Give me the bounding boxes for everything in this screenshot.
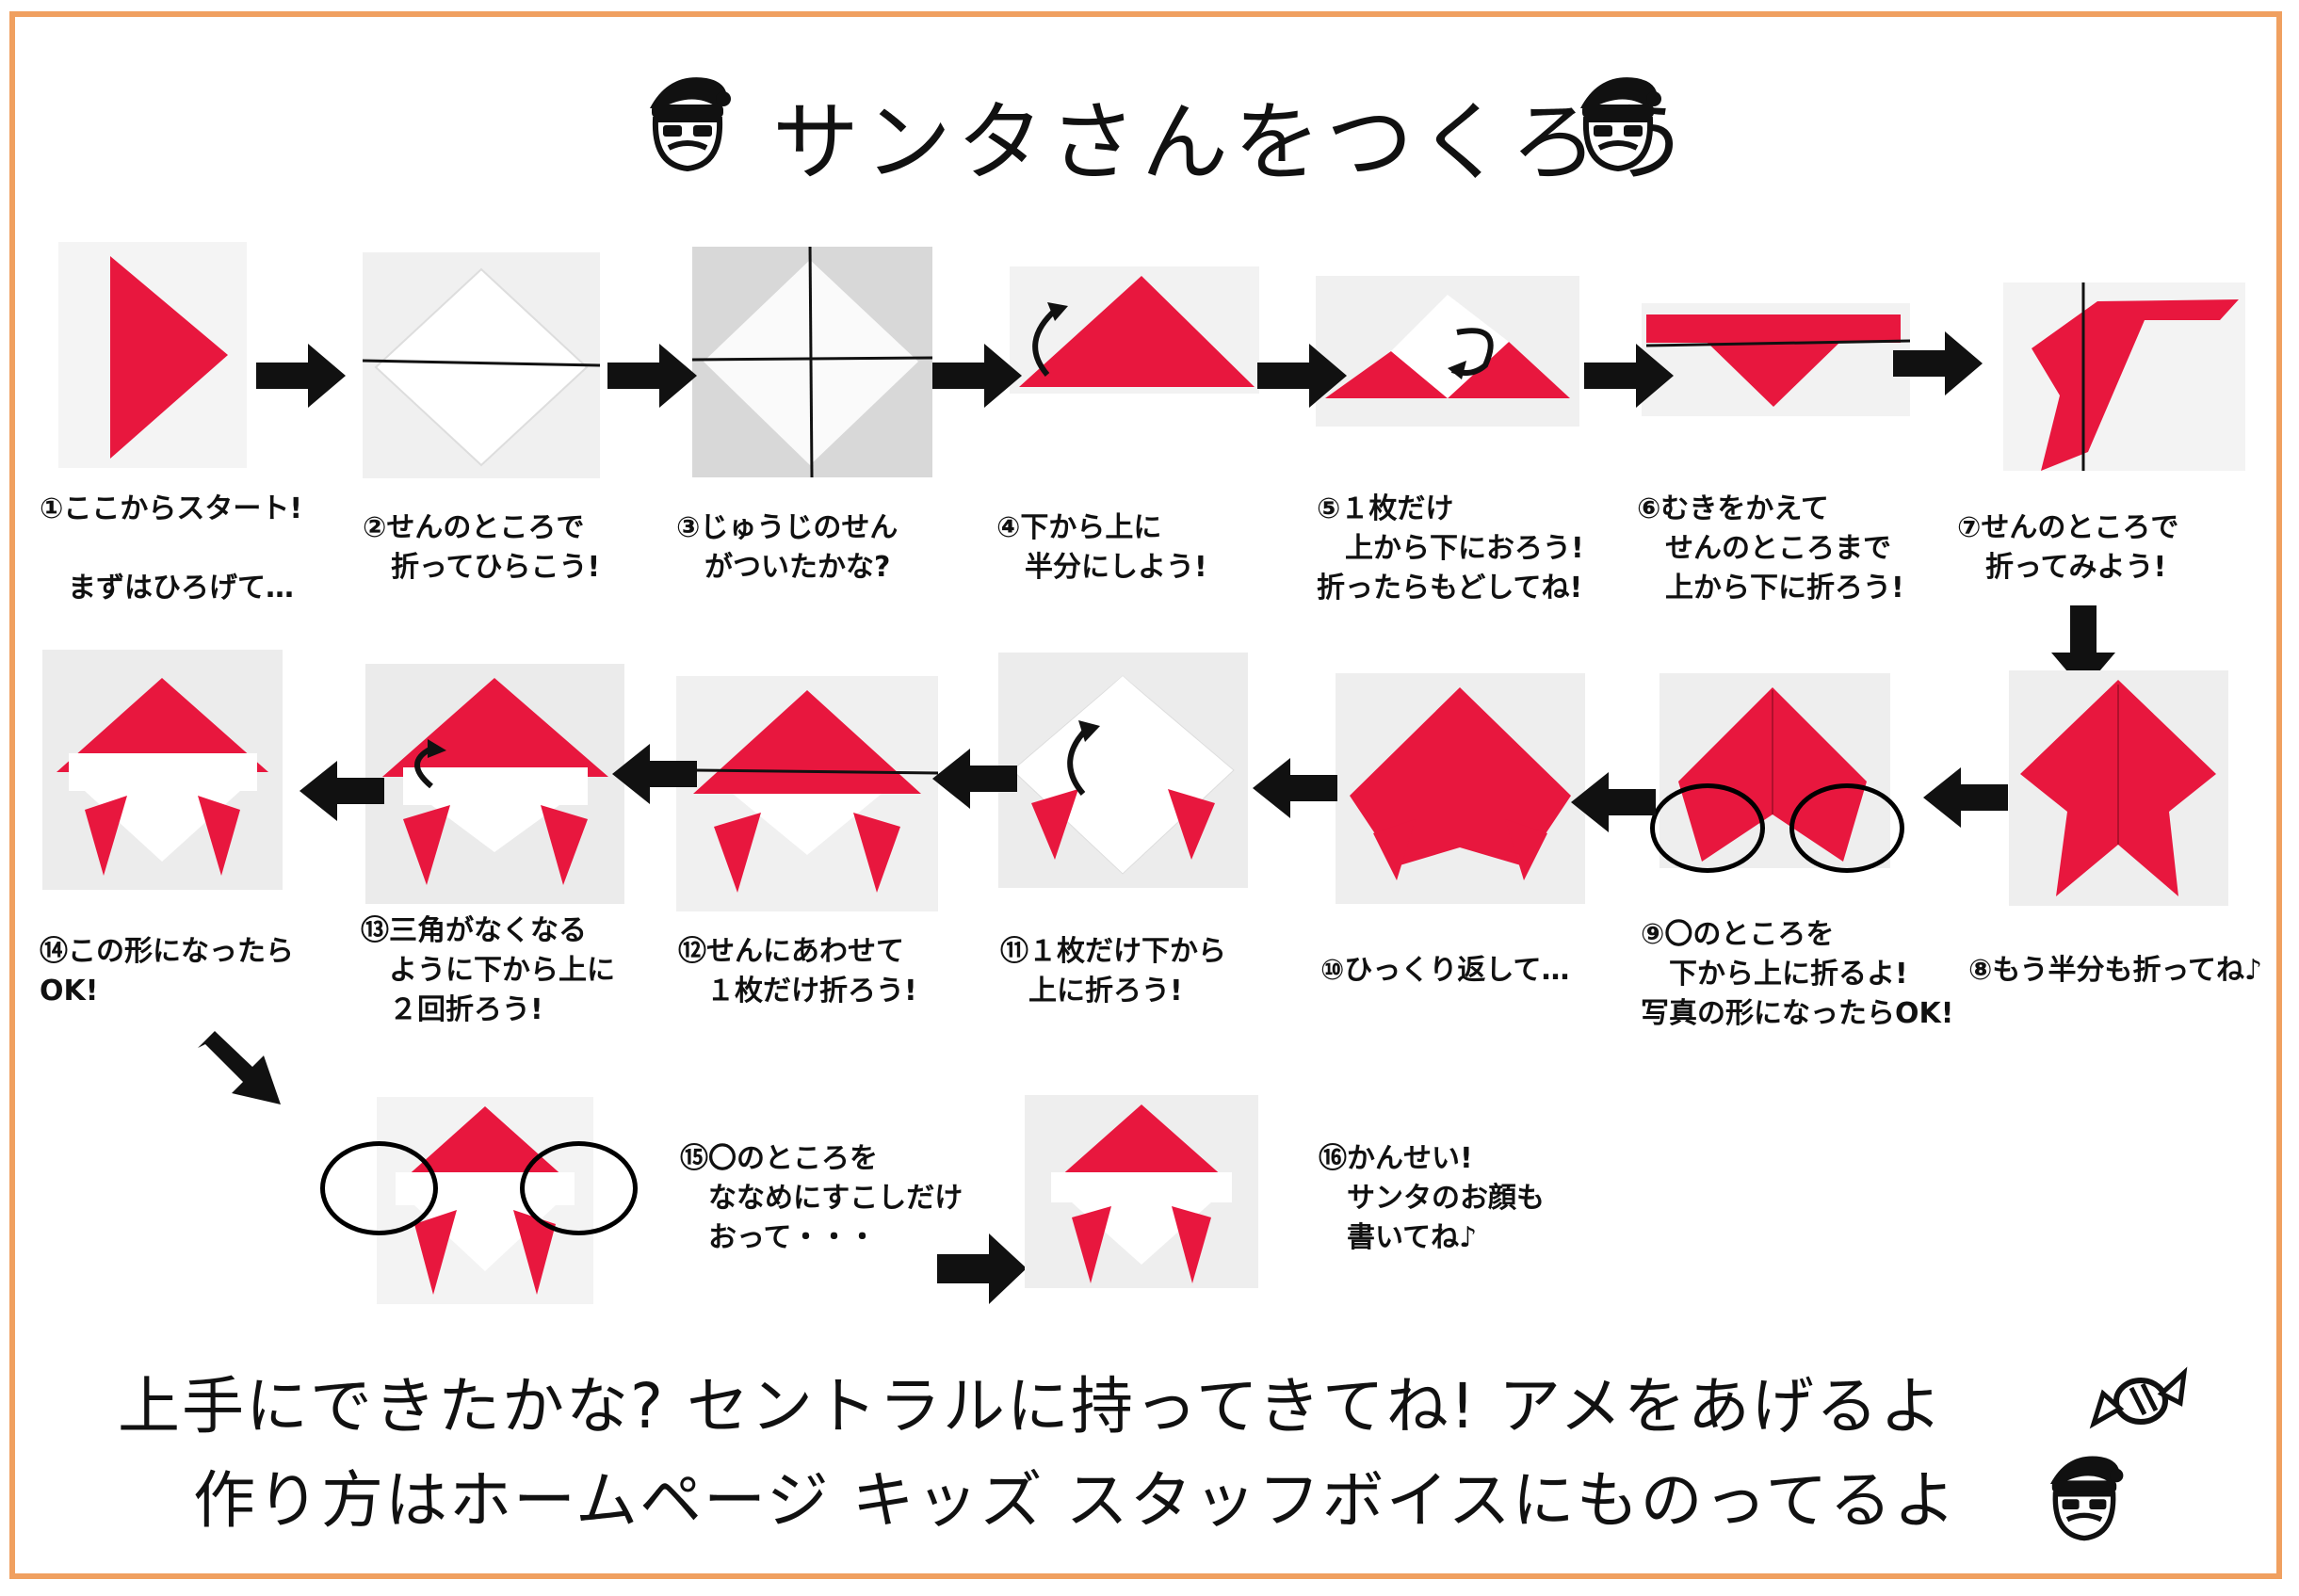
santa-face-icon — [1571, 71, 1665, 174]
step-10-photo — [1336, 673, 1585, 904]
step-15-caption: ⑮〇のところを ななめにすこしだけ おって・・・ — [680, 1142, 963, 1254]
step-6-caption: ⑥むきをかえて せんのところまで 上から下に折ろう! — [1637, 492, 1904, 605]
arrow-right-icon — [1893, 331, 1983, 395]
page-title: サンタさんをつくろう — [772, 92, 1696, 193]
step-3-caption: ③じゅうじのせん がついたかな? — [676, 511, 899, 584]
step-3-photo — [692, 247, 932, 477]
step-11-photo — [998, 653, 1248, 888]
arrow-right-icon — [607, 344, 697, 408]
candy-icon — [2086, 1356, 2190, 1441]
circle-marker — [320, 1141, 438, 1235]
step-13-photo — [365, 664, 624, 904]
step-12-caption: ⑫せんにあわせて １枚だけ折ろう! — [678, 935, 917, 1008]
santa-face-icon — [2042, 1450, 2127, 1541]
step-4-photo — [1010, 266, 1259, 394]
step-1-photo — [58, 242, 247, 468]
arrow-down-icon — [2051, 605, 2115, 690]
arrow-left-icon — [1923, 767, 2008, 828]
step-5-photo — [1316, 276, 1579, 427]
step-14-caption: ⑭この形になったら OK! — [40, 935, 294, 1008]
arrow-left-icon — [1571, 772, 1656, 832]
santa-face-icon — [640, 71, 735, 174]
arrow-down-right-icon — [198, 1031, 283, 1106]
circle-marker — [1650, 783, 1765, 873]
circle-marker — [1789, 783, 1904, 873]
step-7-photo — [2003, 282, 2245, 471]
step-1-caption: ①ここからスタート! まずはひろげて… — [40, 492, 303, 605]
step-8-caption: ⑧もう半分も折ってね♪ — [1968, 954, 2263, 987]
circle-marker — [520, 1141, 638, 1235]
step-7-caption: ⑦せんのところで 折ってみよう! — [1957, 511, 2179, 584]
arrow-right-icon — [1257, 344, 1347, 408]
footer-line-1: 上手にできたかな? セントラルに持ってきてね! アメをあげるよ — [118, 1370, 1944, 1443]
footer-line-2: 作り方はホームページ キッズ スタッフボイスにものってるよ — [193, 1464, 1958, 1537]
arrow-right-icon — [937, 1233, 1027, 1304]
arrow-right-icon — [1584, 344, 1674, 408]
arrow-left-icon — [932, 749, 1017, 809]
step-16-photo — [1025, 1095, 1258, 1288]
step-2-caption: ②せんのところで 折ってひらこう! — [363, 511, 601, 584]
step-2-photo — [363, 252, 600, 478]
step-11-caption: ⑪１枚だけ下から 上に折ろう! — [1000, 935, 1226, 1008]
title-row: サンタさんをつくろう — [0, 52, 2299, 193]
step-9-caption: ⑨〇のところを 下から上に折るよ! 写真の形になったらOK! — [1641, 918, 1954, 1030]
step-10-caption: ⑩ひっくり返して… — [1320, 954, 1570, 987]
arrow-right-icon — [932, 344, 1022, 408]
step-4-caption: ④下から上に 半分にしよう! — [996, 511, 1207, 584]
step-8-photo — [2009, 670, 2228, 906]
step-5-caption: ⑤１枚だけ 上から下におろう! 折ったらもどしてね! — [1317, 492, 1584, 605]
step-14-photo — [42, 650, 283, 890]
arrow-left-icon — [300, 761, 384, 821]
step-12-photo — [676, 676, 938, 911]
arrow-right-icon — [256, 344, 346, 408]
arrow-left-icon — [612, 744, 697, 804]
step-6-photo — [1642, 303, 1910, 416]
arrow-left-icon — [1253, 758, 1337, 818]
step-13-caption: ⑬三角がなくなる ように下から上に ２回折ろう! — [361, 914, 615, 1026]
step-16-caption: ⑯かんせい! サンタのお顔も 書いてね♪ — [1319, 1142, 1545, 1254]
